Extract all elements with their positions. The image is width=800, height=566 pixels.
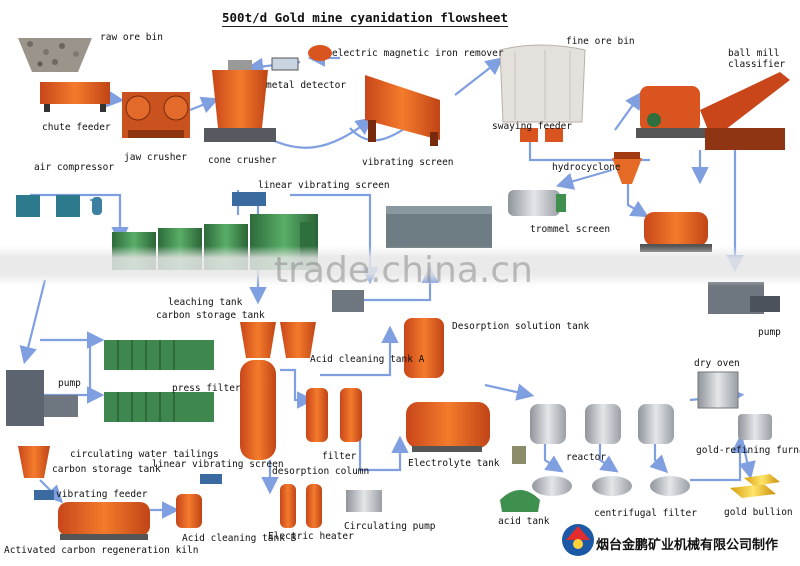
label-acid-cleaning-tank-a: Acid cleaning tank A [310, 354, 425, 365]
electric-heater-icon [280, 484, 322, 528]
label-filter: filter [322, 451, 357, 462]
label-acid-tank: acid tank [498, 516, 550, 527]
label-linear-vibrating-screen-bottom: linear vibrating screen [152, 459, 284, 470]
circulating-pump-icon [346, 490, 382, 512]
label-linear-vibrating-screen-top: linear vibrating screen [258, 180, 390, 191]
raw-ore-bin-icon [18, 38, 92, 72]
label-electric-magnetic-iron-remover: electric magnetic iron remover [332, 48, 504, 59]
label-trommel-screen: trommel screen [530, 224, 611, 235]
company-logo-icon [562, 524, 594, 556]
label-classifier: classifier [728, 59, 786, 70]
carbon-storage-tank-bottom-icon [18, 446, 50, 478]
desorption-solution-tank-icon [404, 318, 444, 378]
label-pump-left: pump [58, 378, 81, 389]
label-jaw-crusher: jaw crusher [124, 152, 187, 163]
gold-bullion-icon [730, 474, 780, 498]
label-raw-ore-bin: raw ore bin [100, 32, 163, 43]
acid-tank-icon [500, 446, 540, 512]
label-ball-mill: ball mill [728, 48, 780, 59]
hydrocyclone-icon [612, 152, 642, 184]
trommel-screen-icon [508, 190, 566, 216]
reactor-icon [530, 404, 674, 444]
pump-left-icon [6, 370, 78, 426]
classifier-icon [700, 72, 790, 150]
filter-tanks-icon [306, 388, 362, 442]
label-cone-crusher: cone crusher [208, 155, 277, 166]
thickener-icon [386, 206, 492, 248]
label-press-filter: press filter [172, 383, 241, 394]
company-name: 烟台金鹏矿业机械有限公司制作 [596, 538, 779, 553]
label-vibrating-screen: vibrating screen [362, 157, 454, 168]
gold-refining-furnace-icon [738, 414, 772, 440]
label-gold-bullion: gold bullion [724, 507, 793, 518]
label-vibrating-feeder: vibrating feeder [56, 489, 148, 500]
label-pump-right: pump [758, 327, 781, 338]
label-carbon-storage-tank-top: carbon storage tank [156, 310, 265, 321]
label-electric-heater: Electric heater [268, 531, 354, 542]
label-chute-feeder: chute feeder [42, 122, 111, 133]
label-metal-detector: metal detector [266, 80, 347, 91]
label-desorption-solution-tank: Desorption solution tank [452, 321, 590, 332]
linear-vibrating-screen-top-icon [232, 192, 266, 206]
cone-crusher-icon [204, 60, 276, 142]
pump-mid-icon [332, 290, 364, 312]
label-circulating-water-tailings: circulating water tailings [70, 449, 219, 460]
label-fine-ore-bin: fine ore bin [566, 36, 635, 47]
label-circulating-pump: Circulating pump [344, 521, 436, 532]
label-carbon-storage-tank-bottom: carbon storage tank [52, 464, 161, 475]
label-reactor: reactor [566, 452, 607, 463]
ball-mill-icon [636, 86, 706, 138]
label-acid-cleaning-tank-b: Acid cleaning tank B [182, 533, 297, 544]
label-desorption-column: desorption column [272, 466, 370, 477]
label-electrolyte-tank: Electrolyte tank [408, 458, 500, 469]
label-air-compressor: air compressor [34, 162, 115, 173]
pump-right-icon [708, 282, 780, 314]
label-leaching-tank: leaching tank [168, 297, 243, 308]
page-title: 500t/d Gold mine cyanidation flowsheet [222, 10, 508, 27]
label-dry-oven: dry oven [694, 358, 740, 369]
vibrating-screen-icon [365, 75, 440, 146]
chute-feeder-icon [40, 82, 110, 112]
desorption-column-vessel-icon [240, 360, 276, 460]
watermark-text: trade.china.cn [274, 250, 533, 291]
dry-oven-icon [697, 371, 739, 409]
acid-cleaning-tank-b-icon [176, 474, 222, 528]
vibrating-feeder-icon [34, 490, 54, 500]
label-gold-refining-furnace: gold-refining furnace [696, 445, 800, 456]
carbon-storage-tank-top-icon [240, 322, 316, 358]
label-hydrocyclone: hydrocyclone [552, 162, 621, 173]
fine-ore-bin-icon [499, 44, 586, 142]
electric-magnetic-iron-remover-icon [308, 45, 332, 61]
air-compressor-icon [16, 195, 102, 217]
label-activated-carbon-regeneration-kiln: Activated carbon regeneration kiln [4, 545, 199, 556]
metal-detector-icon [271, 57, 299, 71]
label-centrifugal-filter: centrifugal filter [594, 508, 697, 519]
press-filter-icon [104, 340, 214, 422]
centrifugal-filter-icon [532, 476, 690, 496]
regeneration-kiln-icon [58, 502, 150, 540]
watermark-band [0, 246, 800, 286]
electrolyte-tank-icon [406, 402, 490, 452]
label-swaying-feeder: swaying feeder [492, 121, 573, 132]
jaw-crusher-icon [122, 92, 190, 138]
